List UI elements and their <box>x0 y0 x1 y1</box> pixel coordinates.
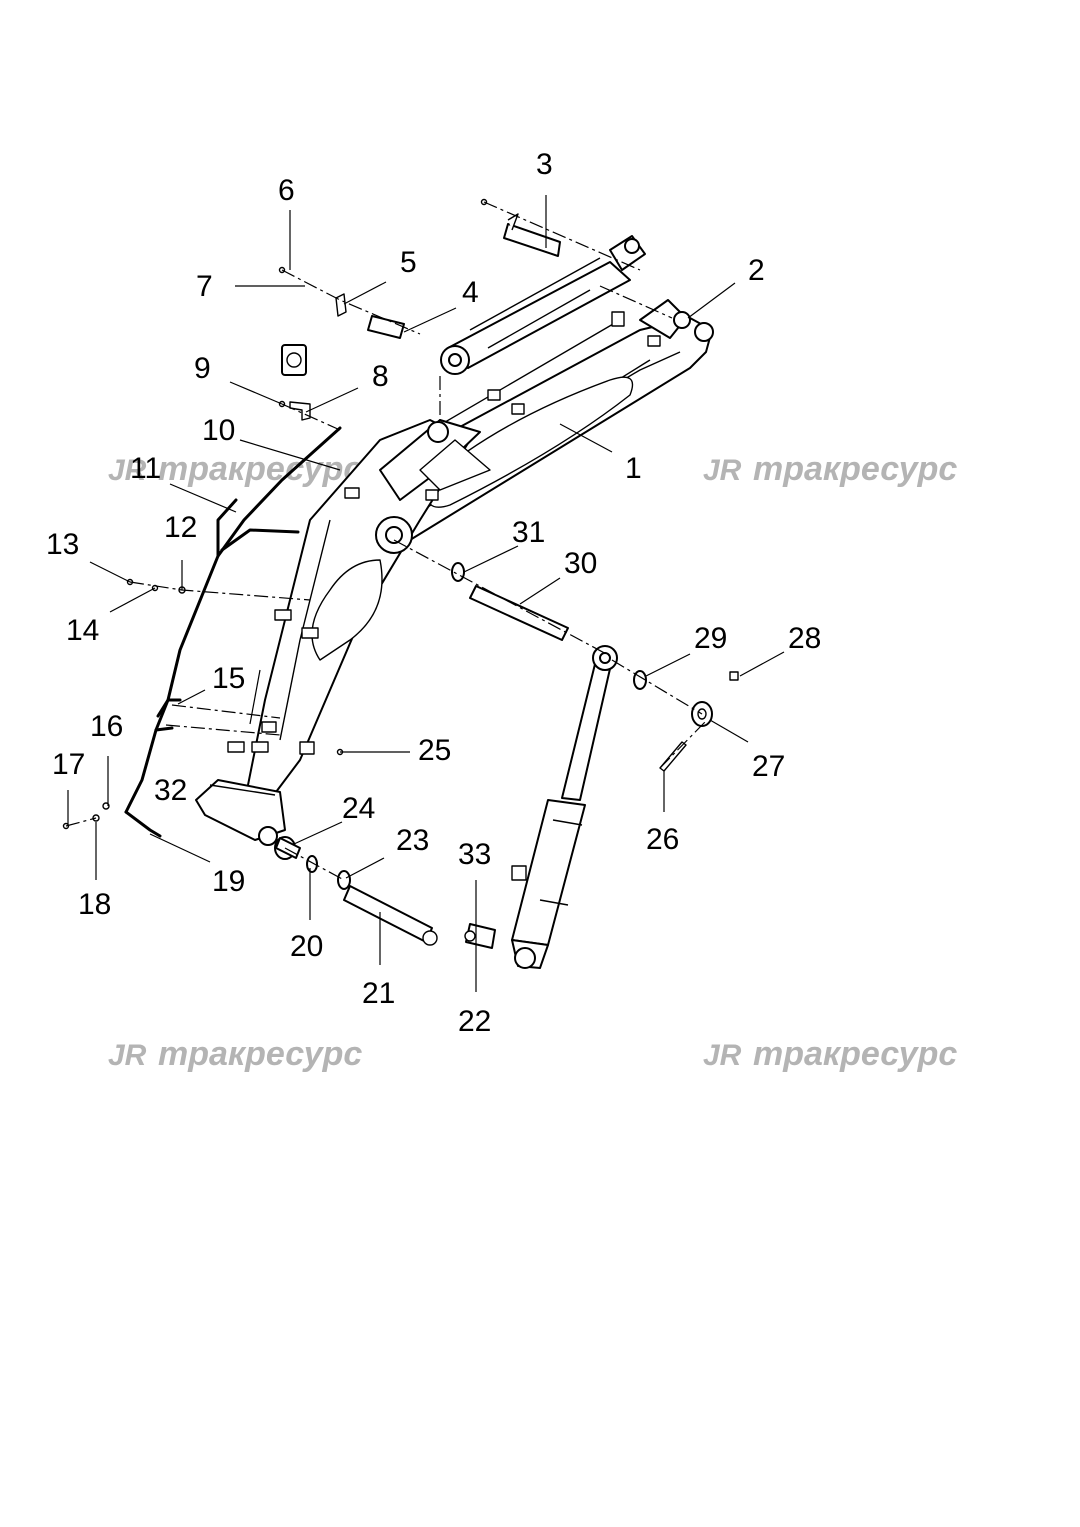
callout-2: 2 <box>748 254 765 287</box>
callout-33: 33 <box>458 838 491 871</box>
callout-21: 21 <box>362 977 395 1010</box>
boom-cylinder <box>511 645 618 969</box>
callout-17: 17 <box>52 748 85 781</box>
watermark-bottom-left: JR тракресурс <box>108 1035 362 1073</box>
watermark-top-right: JR тракресурс <box>703 450 957 488</box>
leader-lines <box>65 195 785 992</box>
watermark-text: тракресурс <box>158 450 362 488</box>
callout-16: 16 <box>90 710 123 743</box>
callout-27: 27 <box>752 750 785 783</box>
watermark-logo: JR <box>703 454 742 487</box>
callout-13: 13 <box>46 528 79 561</box>
callout-29: 29 <box>694 622 727 655</box>
callout-30: 30 <box>564 547 597 580</box>
watermark-bottom-right: JR тракресурс <box>703 1035 957 1073</box>
callout-23: 23 <box>396 824 429 857</box>
boom-body <box>195 299 714 846</box>
small-parts <box>62 198 739 949</box>
watermark-text: тракресурс <box>753 1035 957 1073</box>
callout-15: 15 <box>212 662 245 695</box>
callout-22: 22 <box>458 1005 491 1038</box>
callout-3: 3 <box>536 148 553 181</box>
callout-1: 1 <box>625 452 642 485</box>
callout-32: 32 <box>154 774 187 807</box>
arm-cylinder <box>440 235 646 375</box>
hose-lines <box>124 426 342 838</box>
watermark-text: тракресурс <box>158 1035 362 1073</box>
callout-6: 6 <box>278 174 295 207</box>
callout-31: 31 <box>512 516 545 549</box>
callout-9: 9 <box>194 352 211 385</box>
callout-20: 20 <box>290 930 323 963</box>
watermark-text: тракресурс <box>753 450 957 488</box>
callout-28: 28 <box>788 622 821 655</box>
callout-10: 10 <box>202 414 235 447</box>
callout-8: 8 <box>372 360 389 393</box>
watermark-logo: JR <box>108 454 147 487</box>
callout-18: 18 <box>78 888 111 921</box>
callout-4: 4 <box>462 276 479 309</box>
watermark-logo: JR <box>108 1039 147 1072</box>
callout-numbers: 1 2 3 4 5 6 7 8 9 10 11 12 13 14 15 16 1… <box>46 148 821 1038</box>
callout-14: 14 <box>66 614 99 647</box>
callout-11: 11 <box>130 452 161 485</box>
callout-5: 5 <box>400 246 417 279</box>
callout-7: 7 <box>196 270 213 303</box>
callout-12: 12 <box>164 511 197 544</box>
callout-19: 19 <box>212 865 245 898</box>
callout-26: 26 <box>646 823 679 856</box>
watermark-top-left: JR тракресурс <box>108 450 362 488</box>
callout-24: 24 <box>342 792 375 825</box>
watermark-logo: JR <box>703 1039 742 1072</box>
callout-25: 25 <box>418 734 451 767</box>
